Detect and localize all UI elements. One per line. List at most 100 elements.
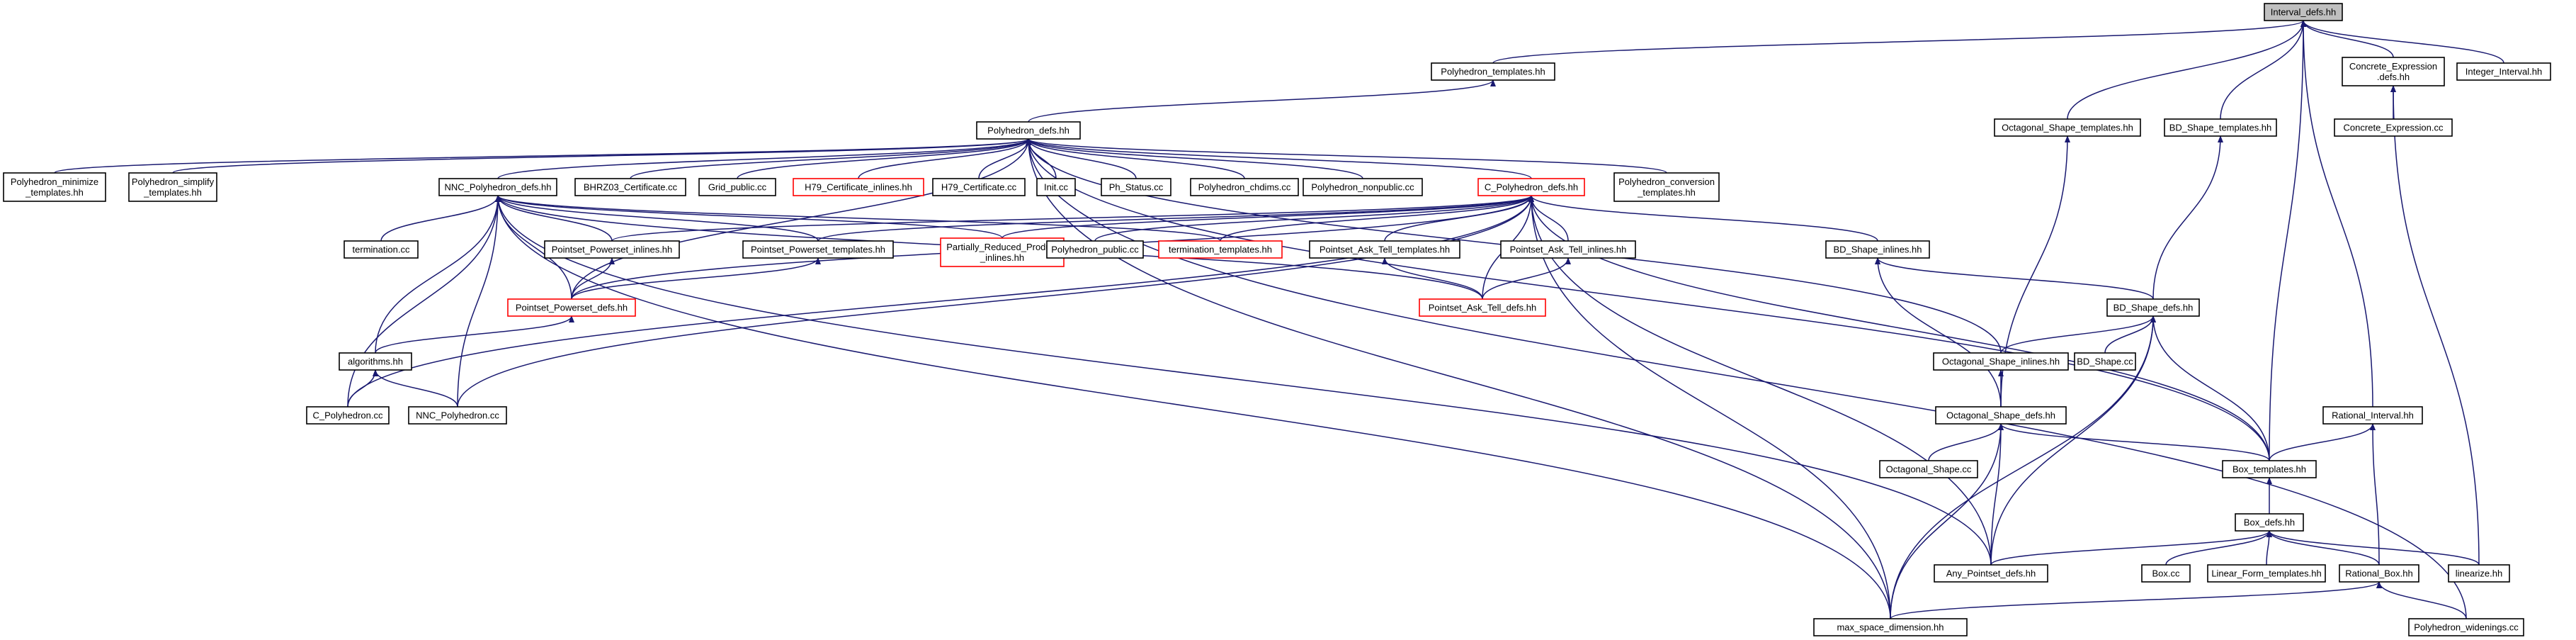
node-label: Octagonal_Shape_inlines.hh	[1942, 357, 2060, 367]
edge-concrete-expr-defs-to-linearize	[2390, 85, 2480, 566]
node-init-cc[interactable]: Init.cc	[1036, 178, 1076, 196]
node-pointset-powerset-defs[interactable]: Pointset_Powerset_defs.hh	[507, 298, 636, 317]
node-oct-shape-cc[interactable]: Octagonal_Shape.cc	[1879, 460, 1978, 478]
node-h79-cert-cc[interactable]: H79_Certificate.cc	[932, 178, 1026, 196]
node-bd-shape-inlines[interactable]: BD_Shape_inlines.hh	[1825, 240, 1930, 259]
node-poly-widenings[interactable]: Polyhedron_widenings.cc	[2408, 618, 2524, 636]
node-box	[1613, 172, 1720, 202]
node-box	[2222, 460, 2317, 478]
node-poly-minimize[interactable]: Polyhedron_minimize_templates.hh	[3, 172, 106, 202]
node-label: Box.cc	[2152, 568, 2180, 579]
node-box	[1303, 178, 1423, 196]
node-box	[339, 352, 412, 371]
edge-c-poly-defs-to-any-pointset-defs	[1528, 195, 1992, 566]
node-label: algorithms.hh	[348, 357, 403, 367]
edge-bd-shape-defs-to-max-space-dimension	[1890, 315, 2156, 619]
edge-box-defs-to-linearize	[2266, 530, 2480, 566]
edge-nnc-poly-defs-to-c-poly-cc	[347, 195, 501, 408]
node-interval-defs[interactable]: Interval_defs.hh	[2264, 3, 2343, 21]
edge-nnc-poly-defs-to-pointset-powerset-templates	[495, 195, 819, 242]
edge-algorithms-to-nnc-poly-cc	[373, 369, 458, 408]
node-pointset-powerset-templates[interactable]: Pointset_Powerset_templates.hh	[742, 240, 894, 259]
node-box	[2456, 62, 2551, 81]
node-concrete-expr-cc[interactable]: Concrete_Expression.cc	[2334, 118, 2453, 137]
node-box	[1101, 178, 1171, 196]
node-nnc-poly-defs[interactable]: NNC_Polyhedron_defs.hh	[438, 178, 557, 196]
node-h79-cert-inlines[interactable]: H79_Certificate_inlines.hh	[793, 178, 924, 196]
node-label: Concrete_Expression.cc	[2344, 123, 2444, 133]
node-pointset-ask-tell-defs[interactable]: Pointset_Ask_Tell_defs.hh	[1419, 298, 1546, 317]
node-oct-shape-inlines[interactable]: Octagonal_Shape_inlines.hh	[1933, 352, 2069, 371]
node-box	[2408, 618, 2524, 636]
node-linearize[interactable]: linearize.hh	[2448, 564, 2510, 583]
node-poly-templates[interactable]: Polyhedron_templates.hh	[1431, 62, 1555, 81]
node-label: _templates.hh	[1637, 187, 1696, 198]
node-poly-defs[interactable]: Polyhedron_defs.hh	[976, 121, 1081, 140]
node-label: H79_Certificate.cc	[941, 182, 1017, 193]
node-poly-chdims[interactable]: Polyhedron_chdims.cc	[1190, 178, 1299, 196]
node-oct-shape-defs[interactable]: Octagonal_Shape_defs.hh	[1935, 406, 2067, 425]
node-concrete-expr-defs[interactable]: Concrete_Expression.defs.hh	[2342, 57, 2445, 86]
node-box-cc[interactable]: Box.cc	[2141, 564, 2191, 583]
node-label: Pointset_Ask_Tell_defs.hh	[1429, 303, 1536, 313]
node-poly-conversion[interactable]: Polyhedron_conversion_templates.hh	[1613, 172, 1720, 202]
edge-interval-defs-to-rational-interval	[2300, 20, 2373, 408]
node-label: termination.cc	[353, 245, 410, 255]
node-poly-nonpublic[interactable]: Polyhedron_nonpublic.cc	[1303, 178, 1423, 196]
node-box	[2342, 57, 2445, 86]
node-nnc-poly-cc[interactable]: NNC_Polyhedron.cc	[408, 406, 507, 425]
node-poly-simplify[interactable]: Polyhedron_simplify_templates.hh	[128, 172, 217, 202]
node-box-templates[interactable]: Box_templates.hh	[2222, 460, 2317, 478]
node-c-poly-defs[interactable]: C_Polyhedron_defs.hh	[1477, 178, 1585, 196]
edge-poly-defs-to-poly-chdims	[1026, 138, 1245, 179]
node-max-space-dimension[interactable]: max_space_dimension.hh	[1813, 618, 1968, 636]
node-bd-shape-defs[interactable]: BD_Shape_defs.hh	[2106, 298, 2200, 317]
node-partially-reduced[interactable]: Partially_Reduced_Product_inlines.hh	[940, 237, 1065, 267]
edge-box-defs-to-box-cc	[2165, 530, 2272, 566]
node-box	[1477, 178, 1585, 196]
node-label: Polyhedron_chdims.cc	[1198, 182, 1291, 193]
edge-c-poly-defs-to-pointset-powerset-templates	[817, 195, 1534, 242]
edge-box-defs-to-linear-form-templates	[2266, 530, 2272, 566]
node-c-poly-cc[interactable]: C_Polyhedron.cc	[306, 406, 390, 425]
node-bhrz03[interactable]: BHRZ03_Certificate.cc	[574, 178, 686, 196]
node-linear-form-templates[interactable]: Linear_Form_templates.hh	[2207, 564, 2326, 583]
node-integer-interval[interactable]: Integer_Interval.hh	[2456, 62, 2551, 81]
node-rational-box[interactable]: Rational_Box.hh	[2339, 564, 2419, 583]
node-pointset-ask-tell-inlines[interactable]: Pointset_Ask_Tell_inlines.hh	[1500, 240, 1636, 259]
node-pointset-ask-tell-templates[interactable]: Pointset_Ask_Tell_templates.hh	[1309, 240, 1460, 259]
node-grid-public[interactable]: Grid_public.cc	[698, 178, 776, 196]
node-poly-public[interactable]: Polyhedron_public.cc	[1046, 240, 1144, 259]
edge-pointset-powerset-defs-to-algorithms	[375, 315, 574, 354]
node-algorithms[interactable]: algorithms.hh	[339, 352, 412, 371]
edge-poly-defs-to-poly-conversion	[1026, 138, 1667, 174]
node-any-pointset-defs[interactable]: Any_Pointset_defs.hh	[1934, 564, 2048, 583]
edge-c-poly-defs-to-pointset-ask-tell-inlines	[1528, 195, 1569, 242]
node-box	[1994, 118, 2141, 137]
node-bd-shape-cc[interactable]: BD_Shape.cc	[2074, 352, 2136, 371]
node-label: max_space_dimension.hh	[1837, 622, 1944, 633]
node-label: Rational_Box.hh	[2345, 568, 2412, 579]
node-label: Polyhedron_nonpublic.cc	[1311, 182, 1414, 193]
node-pointset-powerset-inlines[interactable]: Pointset_Powerset_inlines.hh	[544, 240, 680, 259]
node-oct-shape-templates[interactable]: Octagonal_Shape_templates.hh	[1994, 118, 2141, 137]
edge-bd-shape-defs-to-bd-shape-cc	[2104, 315, 2156, 354]
node-termination-templates[interactable]: termination_templates.hh	[1158, 240, 1283, 259]
node-termination-cc[interactable]: termination.cc	[344, 240, 419, 259]
edge-pointset-powerset-inlines-to-pointset-powerset-defs	[571, 257, 615, 300]
edge-poly-defs-to-bhrz03	[630, 138, 1031, 179]
node-box	[1431, 62, 1555, 81]
node-box	[1879, 460, 1978, 478]
node-label: Init.cc	[1044, 182, 1068, 193]
edge-interval-defs-to-bd-shape-templates	[2220, 20, 2306, 120]
edge-layer	[54, 20, 2504, 619]
edge-pointset-ask-tell-templates-to-pointset-ask-tell-defs	[1382, 257, 1483, 300]
node-box-defs[interactable]: Box_defs.hh	[2235, 513, 2304, 532]
node-rational-interval[interactable]: Rational_Interval.hh	[2322, 406, 2423, 425]
node-box	[1190, 178, 1299, 196]
node-ph-status[interactable]: Ph_Status.cc	[1101, 178, 1171, 196]
node-label: termination_templates.hh	[1169, 245, 1272, 255]
node-bd-shape-templates[interactable]: BD_Shape_templates.hh	[2164, 118, 2277, 137]
node-label: Polyhedron_templates.hh	[1441, 67, 1545, 77]
